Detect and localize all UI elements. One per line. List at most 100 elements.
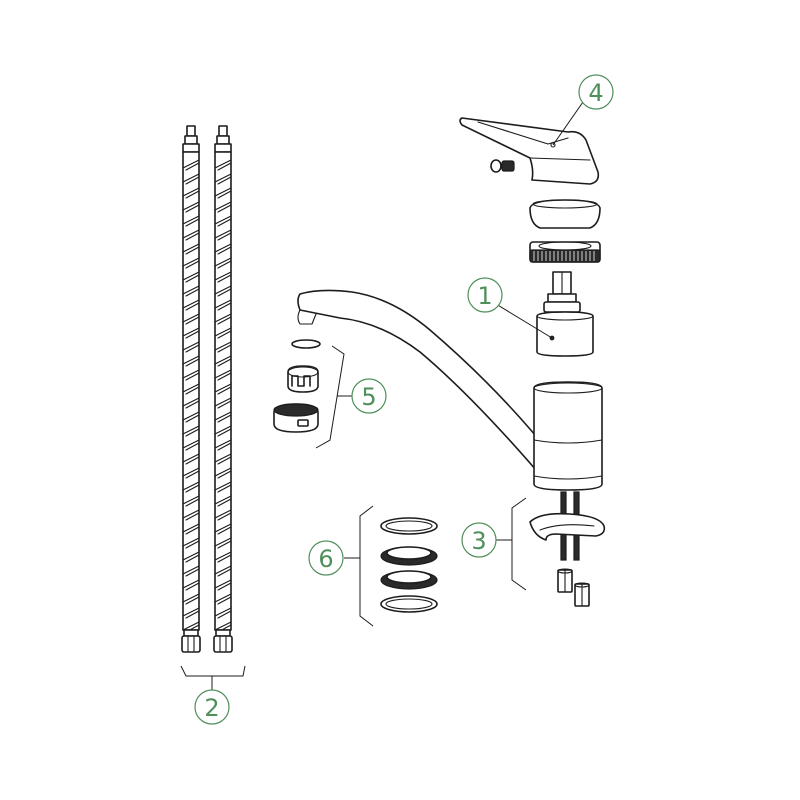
hose-braid-stroke	[182, 271, 200, 283]
retaining-nut	[529, 241, 601, 263]
hose-braid-stroke	[214, 313, 232, 325]
seal-3	[380, 570, 438, 590]
hose-braid-stroke	[214, 285, 232, 297]
hose-braid-stroke	[182, 341, 200, 353]
hose-braid-stroke	[214, 411, 232, 423]
aerator-housing	[273, 403, 319, 433]
hose-braid-stroke	[182, 453, 200, 465]
callout-6: 6	[308, 540, 344, 576]
hose-braid-stroke	[214, 425, 232, 437]
hose-braid-stroke	[182, 383, 200, 395]
hose-braid-stroke	[182, 285, 200, 297]
hose-braid-stroke	[214, 257, 232, 269]
cartridge	[495, 271, 594, 357]
hose-braid-stroke	[182, 327, 200, 339]
hose-braid-stroke	[214, 537, 232, 549]
hose-braid-stroke	[214, 271, 232, 283]
hose-braid-stroke	[182, 607, 200, 619]
callout-1: 1	[467, 277, 503, 313]
hose-right	[213, 125, 233, 653]
hose-braid-stroke	[182, 369, 200, 381]
hose-braid-stroke	[182, 397, 200, 409]
aerator	[273, 339, 352, 449]
callout-3-label: 3	[471, 527, 486, 555]
mixer-body	[297, 289, 603, 491]
hose-braid-stroke	[214, 327, 232, 339]
hose-braid-stroke	[214, 397, 232, 409]
hose-braid-stroke	[214, 495, 232, 507]
hose-braid-stroke	[214, 215, 232, 227]
hose-braid-stroke	[182, 523, 200, 535]
hose-left	[181, 125, 201, 653]
hose-braid-stroke	[182, 355, 200, 367]
hose-braid-stroke	[214, 159, 232, 171]
callout-2: 2	[194, 689, 230, 725]
hose-braid-stroke	[214, 509, 232, 521]
hose-braid-stroke	[214, 355, 232, 367]
callout-3: 3	[461, 522, 497, 558]
hose-braid-stroke	[182, 229, 200, 241]
hose-braid-stroke	[182, 509, 200, 521]
hose-braid-stroke	[214, 607, 232, 619]
hose-braid-stroke	[214, 467, 232, 479]
hose-braid-stroke	[182, 257, 200, 269]
hose-braid-stroke	[182, 481, 200, 493]
hose-braid-stroke	[182, 593, 200, 605]
hose-braid-stroke	[214, 187, 232, 199]
hose-braid-stroke	[182, 411, 200, 423]
hose-braid-stroke	[182, 159, 200, 171]
hose-braid-stroke	[182, 201, 200, 213]
hose-braid-stroke	[214, 299, 232, 311]
lever-handle	[459, 101, 600, 185]
callout-5-label: 5	[361, 383, 376, 411]
flexible-hoses	[180, 125, 246, 690]
hose-braid-stroke	[214, 383, 232, 395]
hose-braid-stroke	[214, 439, 232, 451]
aerator-washer	[291, 339, 321, 349]
aerator-insert	[287, 365, 319, 393]
hose-braid-stroke	[214, 453, 232, 465]
hose-braid-stroke	[182, 537, 200, 549]
hose-braid-stroke	[182, 313, 200, 325]
hose-braid-stroke	[182, 565, 200, 577]
hose-braid-stroke	[182, 243, 200, 255]
seal-1	[380, 517, 438, 535]
callout-5: 5	[351, 378, 387, 414]
handle-cap	[529, 199, 601, 229]
hose-braid-stroke	[214, 579, 232, 591]
hose-braid-stroke	[182, 215, 200, 227]
hose-braid-stroke	[214, 551, 232, 563]
hose-braid-stroke	[182, 173, 200, 185]
seal-4	[380, 595, 438, 613]
hose-braid-stroke	[182, 187, 200, 199]
hose-braid-stroke	[214, 481, 232, 493]
hose-braid-stroke	[182, 579, 200, 591]
hose-braid-stroke	[214, 369, 232, 381]
callout-1-label: 1	[477, 282, 492, 310]
hose-braid-stroke	[214, 593, 232, 605]
callout-4: 4	[578, 74, 614, 110]
hose-braid-stroke	[182, 467, 200, 479]
hose-braid-stroke	[182, 551, 200, 563]
hose-braid-stroke	[214, 243, 232, 255]
callout-4-label: 4	[588, 79, 603, 107]
seals	[344, 505, 438, 627]
hose-braid-stroke	[214, 341, 232, 353]
hose-braid-stroke	[182, 299, 200, 311]
seal-2	[380, 546, 438, 566]
callout-2-label: 2	[204, 694, 219, 722]
grub-screw	[490, 159, 515, 173]
hose-braid-stroke	[214, 523, 232, 535]
fixing-kit	[496, 491, 606, 607]
hose-braid-stroke	[182, 439, 200, 451]
hose-braid-stroke	[214, 201, 232, 213]
hose-braid-stroke	[214, 565, 232, 577]
hose-braid-stroke	[214, 229, 232, 241]
nut-right	[574, 582, 590, 607]
nut-left	[557, 568, 573, 593]
callout-6-label: 6	[318, 545, 333, 573]
hose-braid-stroke	[214, 173, 232, 185]
hose-braid-stroke	[182, 495, 200, 507]
hose-braid-stroke	[182, 425, 200, 437]
